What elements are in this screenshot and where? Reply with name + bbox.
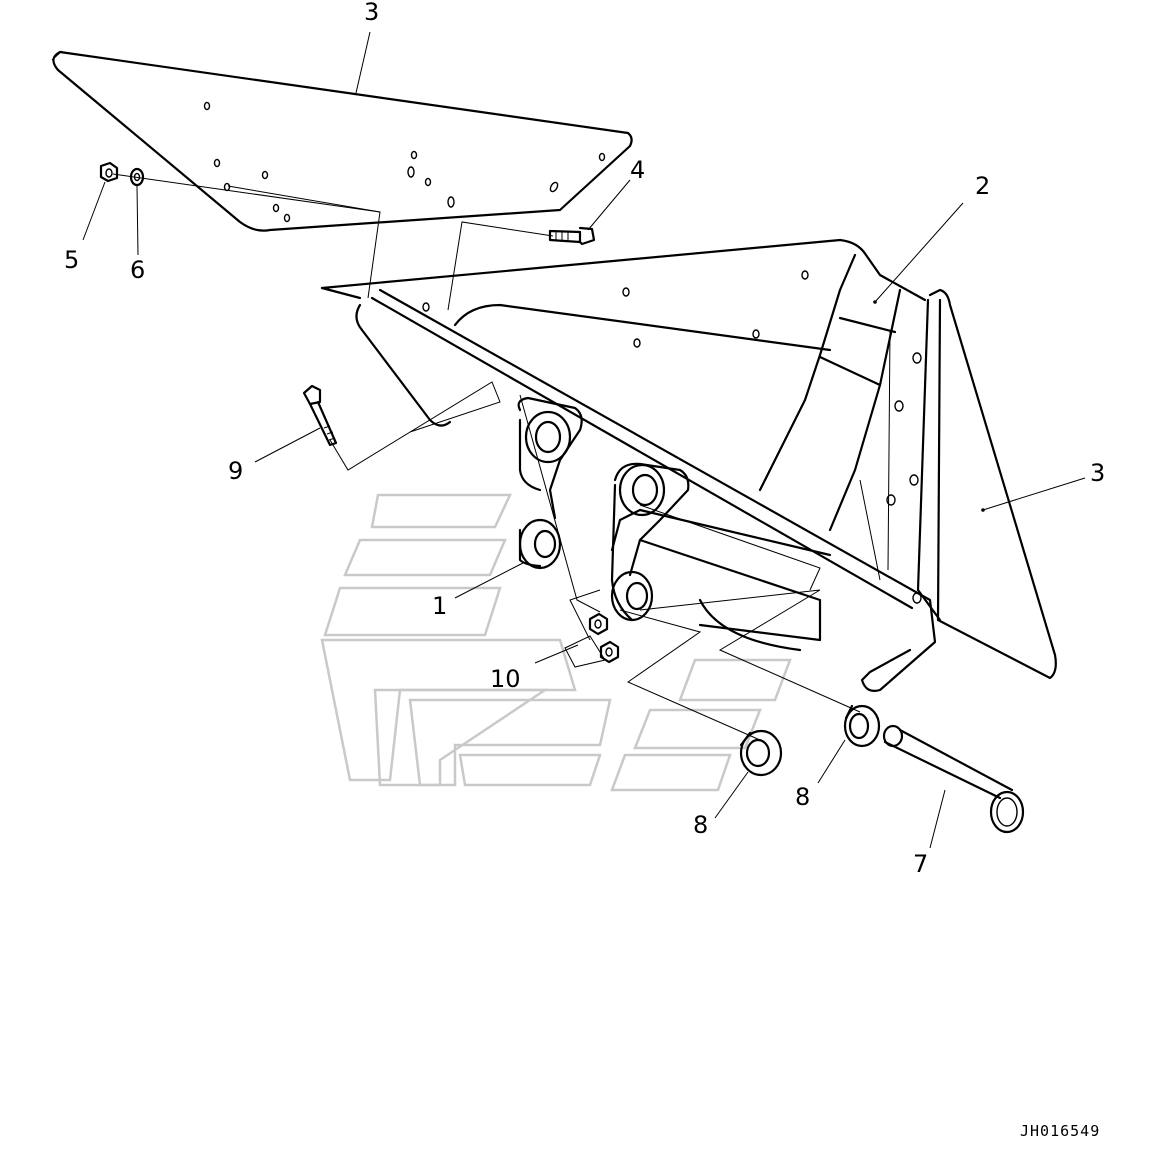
callout-3-right: 3 [1090, 459, 1105, 487]
callout-labels: 3 2 3 4 5 6 9 1 10 8 8 7 [64, 0, 1105, 878]
drawing-id: JH016549 [1020, 1122, 1100, 1140]
nut-pair-icon [564, 612, 620, 668]
callout-8-left: 8 [693, 811, 708, 839]
callout-7: 7 [913, 850, 928, 878]
callout-10: 10 [490, 665, 521, 693]
callout-5: 5 [64, 246, 79, 274]
pin-bosses [517, 396, 690, 622]
callout-4: 4 [630, 156, 645, 184]
cover-plate-right [928, 288, 1057, 680]
callout-3-top: 3 [364, 0, 379, 26]
leader-lines [82, 31, 1086, 849]
callout-8-right: 8 [795, 783, 810, 811]
plate-holes [203, 101, 606, 223]
watermark-logo [320, 493, 792, 792]
callout-6: 6 [130, 256, 145, 284]
spacer-icon [739, 729, 783, 777]
cover-plate-upper [51, 50, 633, 232]
callout-2: 2 [975, 172, 990, 200]
callout-9: 9 [228, 457, 243, 485]
bolt-icon [548, 226, 596, 246]
nut-icon [99, 161, 119, 183]
callout-1: 1 [432, 592, 447, 620]
bracket-assembly [320, 238, 942, 692]
spacer-icon-2 [843, 704, 881, 748]
long-bolt-icon [302, 384, 338, 447]
pin-icon [882, 724, 1025, 834]
bracket-holes [422, 270, 922, 604]
assembly-lines [112, 173, 861, 741]
